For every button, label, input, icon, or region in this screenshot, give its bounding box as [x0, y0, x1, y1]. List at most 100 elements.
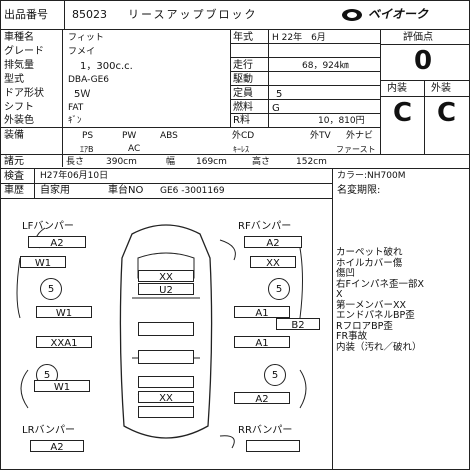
note-line: 第一メンバーXX [336, 299, 407, 311]
fuel-label: 燃料 [233, 102, 253, 113]
transfer-deadline: 名変期限: [337, 185, 381, 196]
capacity-label: 定員 [233, 88, 253, 99]
displacement-value: 1，300c.c. [80, 61, 133, 72]
logo-mark-icon [342, 9, 362, 21]
length-value: 390cm [106, 157, 137, 167]
usage-value: 自家用 [40, 185, 70, 196]
capacity-value: 5 [276, 89, 283, 100]
grade-label: グレード [4, 46, 44, 57]
lot-number: 85023 [72, 8, 107, 21]
score-value: 0 [414, 46, 433, 76]
rr-bumper-label: RRバンパー [238, 425, 293, 436]
exterior-label: 外装 [431, 83, 451, 94]
shift-label: シフト [4, 102, 34, 113]
mileage-label: 走行 [233, 60, 253, 71]
displacement-label: 排気量 [4, 60, 34, 71]
xxa1-left: XXA1 [36, 336, 92, 349]
width-label: 幅 [166, 157, 176, 167]
calendar-label: 車歴 [4, 185, 24, 196]
year-label: 年式 [233, 32, 253, 43]
hood-u2: U2 [138, 283, 194, 296]
trunk-xx: XX [138, 391, 194, 404]
exterior-grade: C [437, 98, 457, 128]
equipment-label: 装備 [4, 130, 24, 141]
rear-bumper-box [138, 406, 194, 418]
score-header: 評価点 [403, 32, 433, 43]
w1-rear: W1 [34, 380, 90, 393]
equip-abs: ABS [160, 131, 178, 141]
equip-ps: PS [82, 131, 94, 141]
r-fee-label: R料 [233, 115, 250, 126]
grade-value: フメイ [68, 47, 96, 57]
doors-label: ドア形状 [4, 88, 44, 99]
color-value: ｷﾞﾝ [68, 116, 82, 126]
lr-bumper-value: A2 [30, 440, 84, 453]
lf-bumper-label: LFバンパー [22, 221, 74, 232]
logo-text: ベイオーク [368, 7, 429, 21]
inspection-value: H27年06月10日 [40, 171, 109, 181]
w1-left: W1 [36, 306, 92, 319]
roof-box [138, 322, 194, 336]
equip-first: ファースト [336, 145, 376, 154]
color-code: カラー:NH700M [337, 171, 406, 181]
note-line: RフロアBP歪 [336, 320, 393, 332]
w1-top: W1 [20, 256, 66, 269]
name-value: フィット [68, 33, 104, 43]
note-line: ホイルカバー傷 [336, 257, 403, 269]
model-value: DBA-GE6 [68, 75, 110, 85]
color-label: 外装色 [4, 115, 34, 126]
xx-top-right: XX [250, 256, 296, 269]
note-line: 右Fインパネ歪一部X [336, 278, 424, 290]
circle-5-rr: 5 [264, 364, 286, 386]
doors-value: 5Ｗ [74, 89, 91, 100]
name-label: 車種名 [4, 32, 34, 43]
shift-value: FAT [68, 103, 84, 113]
rf-bumper-label: RFバンパー [238, 221, 292, 232]
a1-right: A1 [234, 306, 290, 319]
equip-navi: 外ナビ [346, 131, 374, 141]
a1-right-2: A1 [234, 336, 290, 349]
title: リースアップブロック [128, 8, 258, 21]
rear-mid-box [138, 376, 194, 388]
height-value: 152cm [296, 157, 327, 167]
note-line: 内装（汚れ／破れ） [336, 341, 422, 353]
chassis-label: 車台NO [108, 185, 144, 196]
circle-5-rf: 5 [268, 278, 290, 300]
b2: B2 [276, 318, 320, 331]
note-line: FR事故 [336, 331, 368, 342]
hood-xx: XX [138, 270, 194, 283]
drive-label: 駆動 [233, 74, 253, 85]
equip-pw: PW [122, 131, 137, 141]
inspection-label: 検査 [4, 171, 24, 182]
equip-airbag: ｴｱB [80, 145, 94, 154]
r-fee-value: 10，810円 [318, 116, 365, 126]
note-line: 傷凹 [336, 268, 356, 279]
interior-grade: C [393, 98, 413, 128]
model-label: 型式 [4, 74, 24, 85]
notes-list: カーペット破れ ホイルカバー傷 傷凹 右Fインパネ歪一部X X 第一メンバーXX… [336, 247, 466, 353]
equip-tv: 外TV [310, 131, 331, 141]
equip-ac: AC [128, 144, 141, 154]
beioku-logo: ベイオーク [340, 6, 460, 24]
lr-bumper-label: LRバンパー [22, 425, 76, 436]
length-label: 長さ [66, 157, 85, 167]
height-label: 高さ [252, 157, 271, 167]
chassis-value: GE6 -3001169 [160, 186, 225, 196]
rf-bumper-value: A2 [244, 236, 302, 249]
equip-keyless: ｷｰﾚｽ [233, 145, 249, 154]
rr-bumper-value [246, 440, 300, 452]
interior-label: 内装 [387, 83, 407, 94]
a2-rear: A2 [234, 392, 290, 405]
mileage-value: 68，924㎞ [302, 61, 349, 71]
lf-bumper-value: A2 [28, 236, 86, 249]
dims-label: 諸元 [4, 156, 24, 167]
note-line: カーペット破れ [336, 247, 403, 258]
circle-5-lf: 5 [40, 278, 62, 300]
year-value: H 22年 6月 [272, 33, 326, 43]
width-value: 169cm [196, 157, 227, 167]
fuel-value: G [272, 103, 280, 114]
note-line: X [336, 289, 343, 300]
rear-glass-box [138, 350, 194, 364]
lot-label: 出品番号 [4, 8, 48, 21]
equip-cd: 外CD [232, 131, 255, 141]
